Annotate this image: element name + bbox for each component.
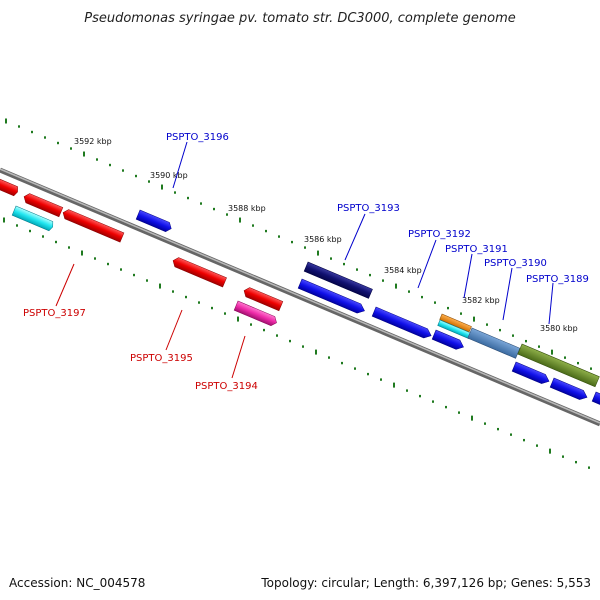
gene-arrow-forward[interactable]: [431, 329, 465, 352]
gene-arrow-reverse[interactable]: [242, 286, 284, 312]
gene-label-pspto-3192[interactable]: PSPTO_3192: [408, 229, 471, 240]
gene-arrow-reverse[interactable]: [61, 208, 125, 243]
gene-arrow-pink[interactable]: [233, 300, 278, 327]
tick-label-3582: 3582 kbp: [462, 296, 500, 305]
gene-label-pspto-3189[interactable]: PSPTO_3189: [526, 274, 589, 285]
gene-label-pspto-3191[interactable]: PSPTO_3191: [445, 244, 508, 255]
gene-arrow-navy[interactable]: [303, 261, 373, 299]
gene-labels: PSPTO_3196 PSPTO_3193 PSPTO_3192 PSPTO_3…: [23, 132, 589, 392]
gene-arrow-forward[interactable]: [549, 377, 589, 402]
gene-arrow-olive[interactable]: [517, 343, 600, 388]
gene-features: [0, 176, 600, 410]
genome-backbone: [0, 167, 600, 427]
gene-arrow-reverse[interactable]: [171, 256, 227, 288]
gene-label-pspto-3197[interactable]: PSPTO_3197: [23, 308, 86, 319]
gene-arrow-reverse[interactable]: [0, 176, 19, 197]
gene-arrow-reverse[interactable]: [22, 192, 64, 218]
tick-label-3584: 3584 kbp: [384, 266, 422, 275]
gene-arrow-orange[interactable]: [439, 313, 472, 333]
tick-label-3586: 3586 kbp: [304, 235, 342, 244]
map-title: Pseudomonas syringae pv. tomato str. DC3…: [84, 11, 516, 26]
gene-arrow-steel[interactable]: [467, 327, 521, 359]
tick-label-3580: 3580 kbp: [540, 324, 578, 333]
ruler-scale: [5, 118, 592, 370]
tick-label-3590: 3590 kbp: [150, 171, 188, 180]
gene-label-pspto-3195[interactable]: PSPTO_3195: [130, 353, 193, 364]
gene-arrow-forward[interactable]: [297, 278, 366, 315]
gene-arrow-forward[interactable]: [135, 209, 173, 233]
accession-label: Accession: NC_004578: [9, 576, 145, 590]
topology-label: Topology: circular; Length: 6,397,126 bp…: [260, 576, 591, 590]
gene-arrow-forward[interactable]: [371, 306, 433, 340]
gene-label-pspto-3190[interactable]: PSPTO_3190: [484, 258, 547, 269]
tick-label-3588: 3588 kbp: [228, 204, 266, 213]
gene-arrow-forward[interactable]: [511, 361, 551, 386]
gene-arrow-forward[interactable]: [591, 391, 600, 410]
label-connectors: [55, 141, 554, 379]
inner-ruler-scale: [3, 217, 590, 469]
gene-label-pspto-3193[interactable]: PSPTO_3193: [337, 203, 400, 214]
tick-label-3592: 3592 kbp: [74, 137, 112, 146]
gene-label-pspto-3194[interactable]: PSPTO_3194: [195, 381, 258, 392]
gene-label-pspto-3196[interactable]: PSPTO_3196: [166, 132, 229, 143]
gene-arrow-cyan[interactable]: [11, 205, 55, 232]
